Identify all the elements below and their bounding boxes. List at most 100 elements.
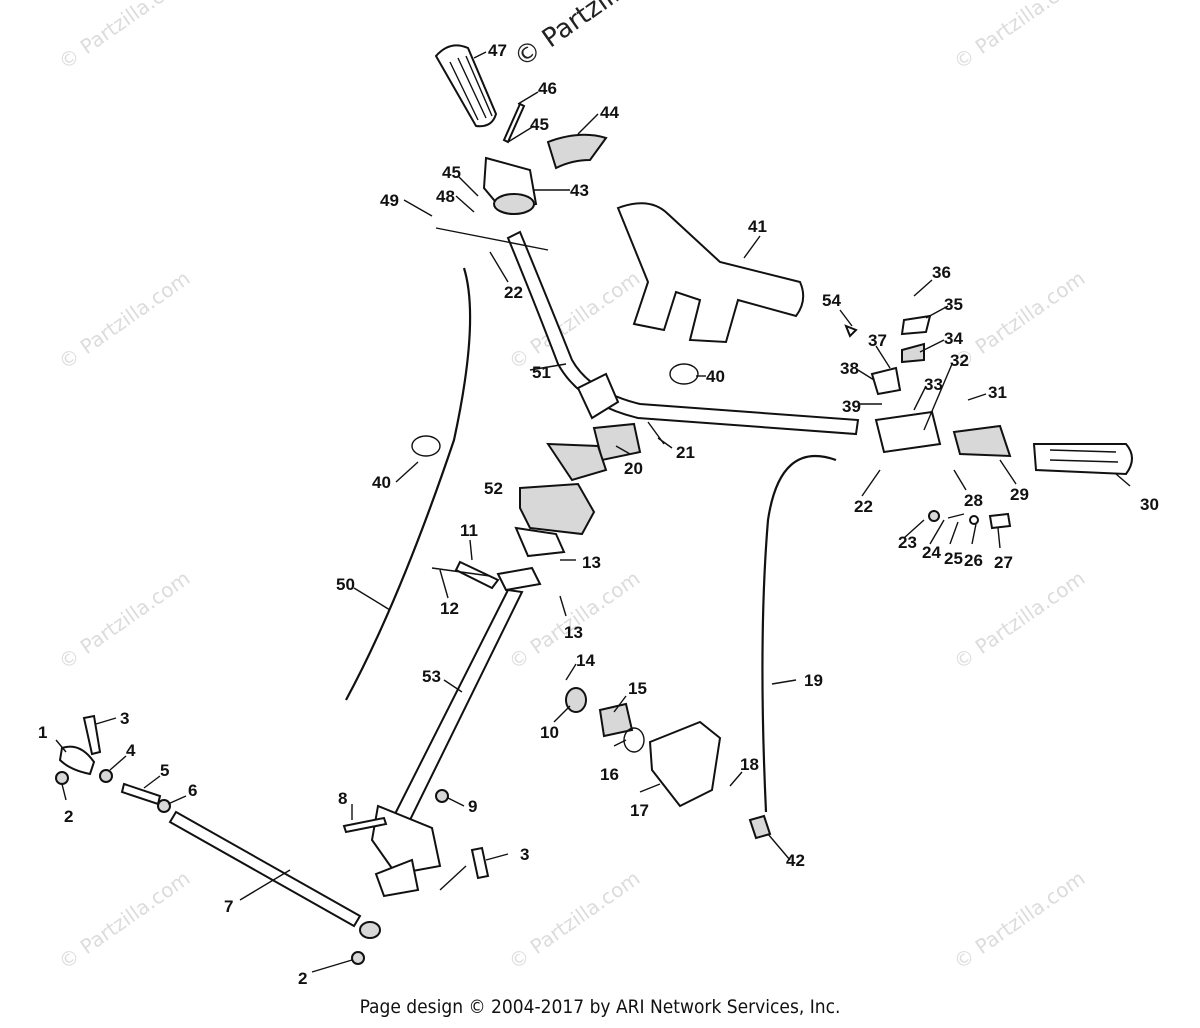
lower-bracket-plate <box>374 858 420 898</box>
master-cylinder <box>648 720 722 808</box>
callout-43: 43 <box>570 181 589 200</box>
page-footer: Page design © 2004-2017 by ARI Network S… <box>359 996 841 1018</box>
callout-2: 2 <box>298 969 307 988</box>
steering-bracket <box>514 526 566 558</box>
callout-49: 49 <box>380 191 399 210</box>
callout-26: 26 <box>964 551 983 570</box>
screw <box>502 102 526 144</box>
callout-48: 48 <box>436 187 455 206</box>
callout-22: 22 <box>504 283 523 302</box>
nut <box>99 769 113 783</box>
callout-28: 28 <box>964 491 983 510</box>
link-lever <box>454 560 500 590</box>
stud <box>120 782 162 806</box>
brake-cable <box>761 455 837 813</box>
callout-53: 53 <box>422 667 441 686</box>
bolt <box>342 816 388 834</box>
steering-block <box>519 482 596 536</box>
callout-38: 38 <box>840 359 859 378</box>
nut <box>157 799 171 813</box>
clip <box>669 363 699 385</box>
steering-bracket-plate <box>496 566 542 592</box>
callout-27: 27 <box>994 553 1013 572</box>
switch-cover <box>900 314 932 336</box>
callout-35: 35 <box>944 295 963 314</box>
callout-29: 29 <box>1010 485 1029 504</box>
callout-20: 20 <box>624 459 643 478</box>
callout-21: 21 <box>676 443 695 462</box>
watermark: © Partzilla.com <box>949 866 1089 974</box>
callout-32: 32 <box>950 351 969 370</box>
o-ring <box>623 727 645 753</box>
callout-13: 13 <box>582 553 601 572</box>
callout-30: 30 <box>1140 495 1159 514</box>
callout-39: 39 <box>842 397 861 416</box>
small-part <box>844 324 858 338</box>
callout-14: 14 <box>576 651 595 670</box>
callout-45: 45 <box>442 163 461 182</box>
callout-8: 8 <box>338 789 347 808</box>
watermark: © Partzilla.com <box>949 266 1089 374</box>
switch-housing <box>482 156 538 215</box>
bushing <box>565 687 587 713</box>
callout-10: 10 <box>540 723 559 742</box>
callout-16: 16 <box>600 765 619 784</box>
callout-54: 54 <box>822 291 841 310</box>
nut <box>435 789 449 803</box>
watermark: © Partzilla.com <box>949 566 1089 674</box>
callout-51: 51 <box>532 363 551 382</box>
leader-lines <box>55 51 1131 973</box>
callout-34: 34 <box>944 329 963 348</box>
callout-2: 2 <box>64 807 73 826</box>
callout-36: 36 <box>932 263 951 282</box>
callout-17: 17 <box>630 801 649 820</box>
clip <box>411 435 441 457</box>
watermark: © Partzilla.com <box>54 0 194 74</box>
callout-33: 33 <box>924 375 943 394</box>
callout-40: 40 <box>372 473 391 492</box>
steering-post <box>392 588 524 822</box>
switch-bracket <box>870 366 902 396</box>
fitting <box>748 814 772 840</box>
handlebar-mount <box>576 372 620 420</box>
callout-31: 31 <box>988 383 1007 402</box>
callout-3: 3 <box>120 709 129 728</box>
throttle-cable <box>345 267 472 701</box>
callout-19: 19 <box>804 671 823 690</box>
callout-12: 12 <box>440 599 459 618</box>
watermark: © Partzilla.com <box>54 566 194 674</box>
callout-6: 6 <box>188 781 197 800</box>
callout-37: 37 <box>868 331 887 350</box>
callout-41: 41 <box>748 217 767 236</box>
left-grip <box>434 44 498 128</box>
bolt <box>82 714 102 756</box>
watermark: © Partzilla.com <box>54 266 194 374</box>
callout-23: 23 <box>898 533 917 552</box>
callout-11: 11 <box>460 521 478 540</box>
brake-lever <box>952 424 1012 458</box>
callout-5: 5 <box>160 761 169 780</box>
switch-base <box>901 342 925 364</box>
callout-45: 45 <box>530 115 549 134</box>
callout-15: 15 <box>628 679 647 698</box>
callout-44: 44 <box>600 103 619 122</box>
tie-rod <box>168 810 362 928</box>
callout-4: 4 <box>126 741 136 760</box>
parts <box>55 44 1133 965</box>
callout-7: 7 <box>224 897 233 916</box>
nut <box>351 951 365 965</box>
callout-50: 50 <box>336 575 355 594</box>
throttle-lever <box>546 133 608 170</box>
right-switch-housing <box>874 410 942 454</box>
lower-bracket <box>370 804 442 876</box>
callout-42: 42 <box>786 851 805 870</box>
nut <box>55 771 69 785</box>
washer <box>969 515 979 525</box>
cap <box>988 512 1012 530</box>
callout-18: 18 <box>740 755 759 774</box>
rod-end <box>359 921 381 939</box>
callout-9: 9 <box>468 797 477 816</box>
callout-13: 13 <box>564 623 583 642</box>
callout-40: 40 <box>706 367 725 386</box>
